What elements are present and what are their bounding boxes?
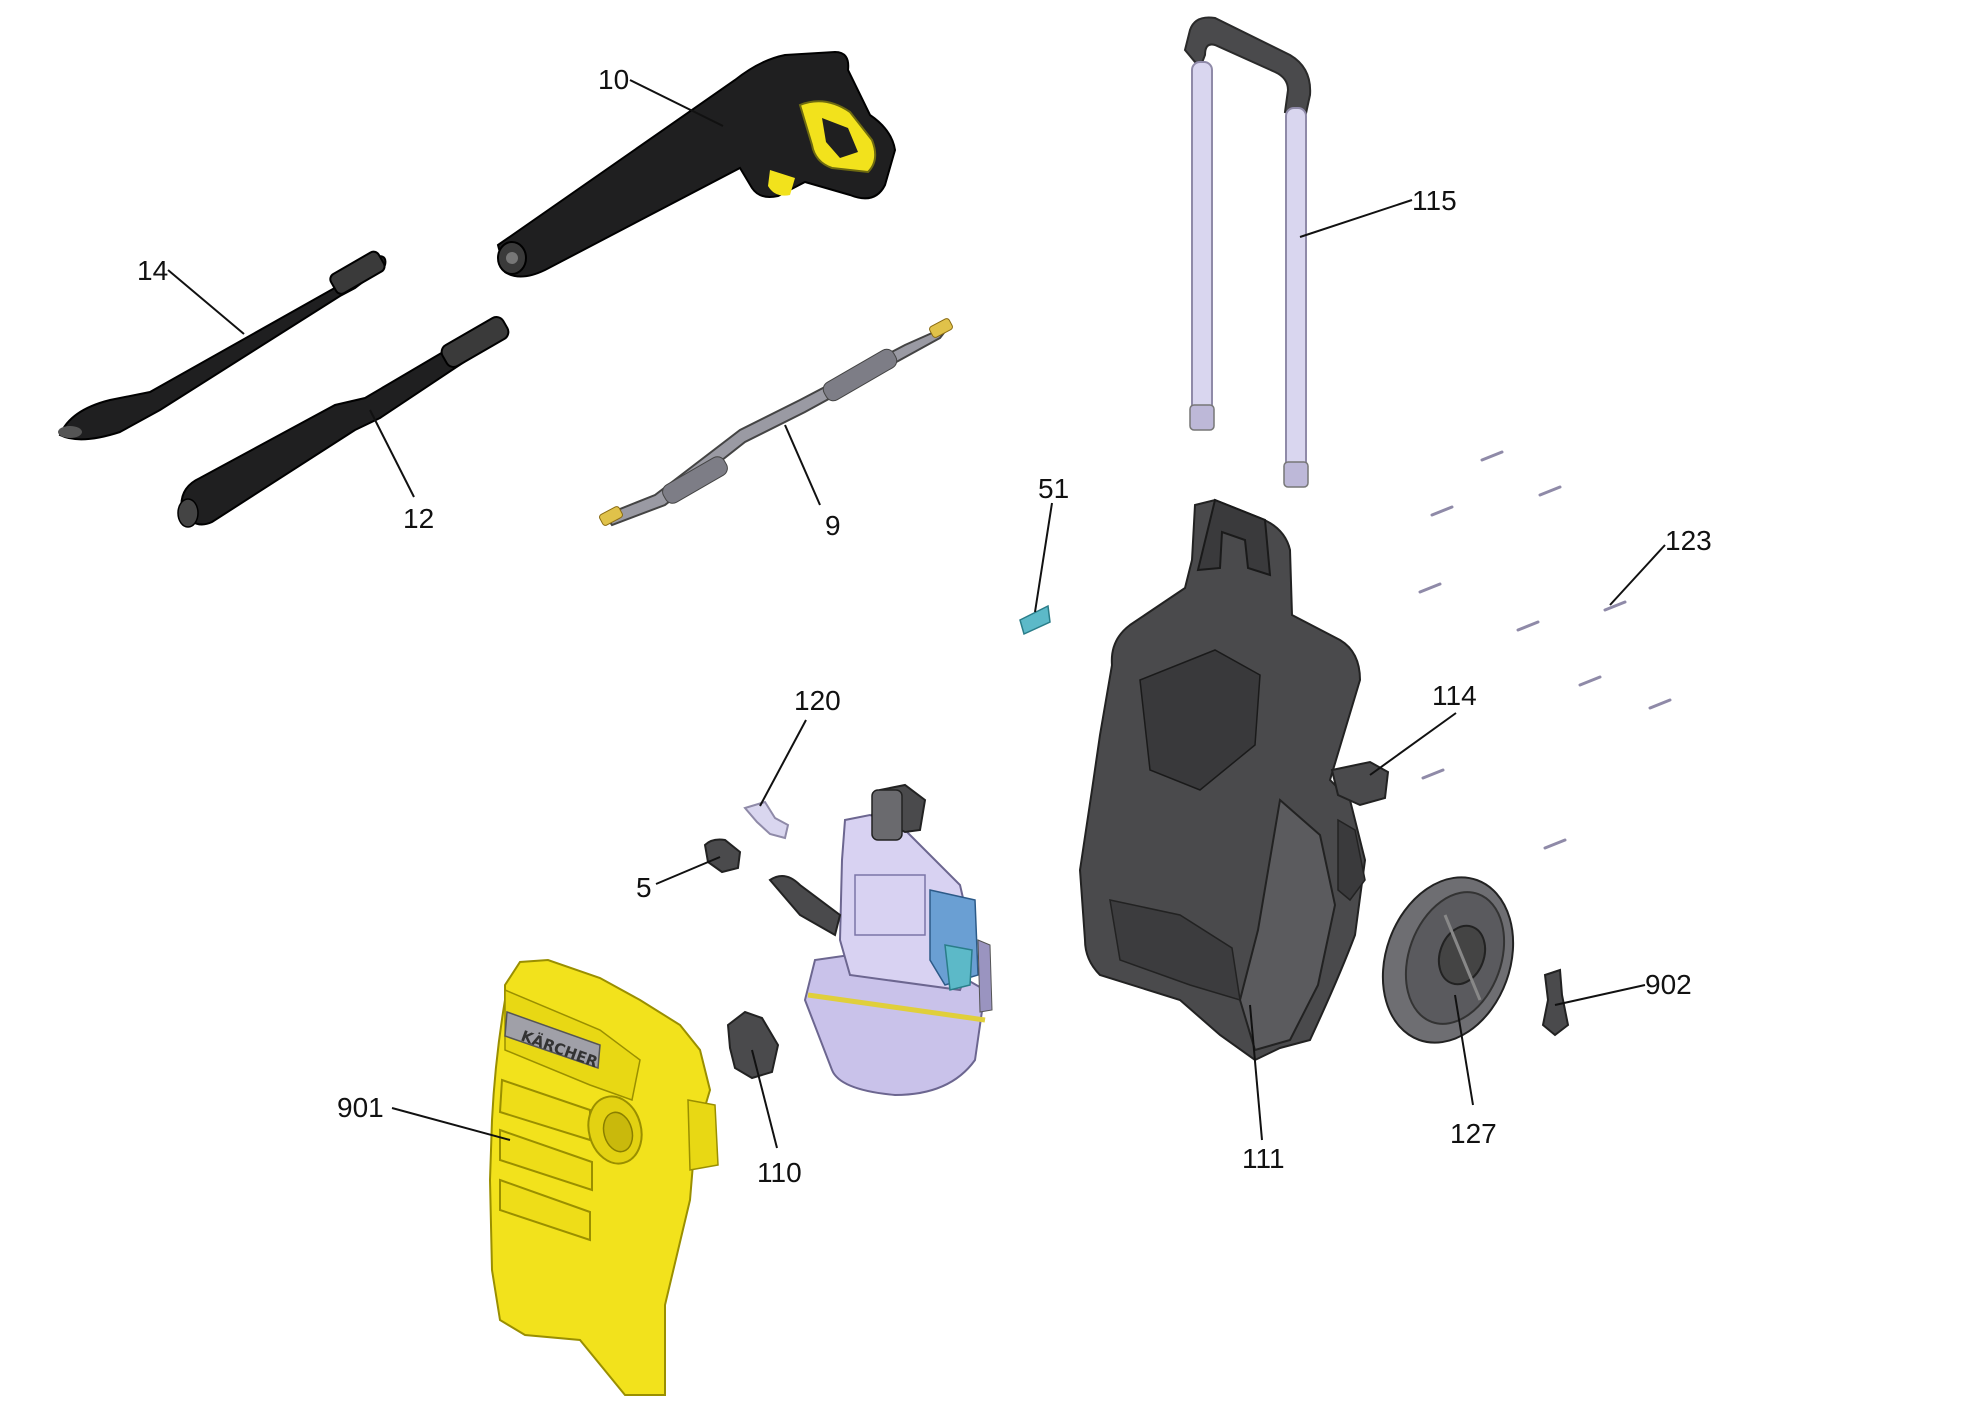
label-51: 51: [1038, 473, 1069, 504]
front-cover-grille: [498, 1078, 593, 1242]
part-51-label: [1019, 604, 1051, 636]
label-902: 902: [1645, 969, 1692, 1000]
label-114: 114: [1432, 680, 1477, 711]
pump-motor-assembly: [768, 783, 993, 1097]
label-12: 12: [403, 503, 434, 534]
part-10-trigger-gun: [496, 50, 897, 278]
label-115: 115: [1412, 185, 1457, 216]
label-10: 10: [598, 64, 629, 95]
label-127: 127: [1450, 1118, 1497, 1149]
label-120: 120: [794, 685, 841, 716]
label-14: 14: [137, 255, 168, 286]
part-110-inlet-connector: [726, 1010, 780, 1080]
leader-lines: [167, 79, 1666, 1149]
part-111-housing: [1078, 498, 1367, 1062]
part-9-spray-lance-extension: [599, 318, 953, 527]
part-902-clip: [1541, 968, 1570, 1037]
part-901-front-cover: KÄRCHER: [488, 958, 719, 1396]
part-120-fitting: [743, 800, 790, 840]
part-115-telescopic-handle: [1183, 16, 1312, 488]
label-5: 5: [636, 872, 652, 903]
part-14-dirt-blaster-lance: [58, 250, 387, 441]
label-111: 111: [1242, 1143, 1285, 1174]
part-127-hose-reel-cover: [1381, 876, 1515, 1044]
part-5-cap: [703, 838, 742, 874]
label-123: 123: [1665, 525, 1712, 556]
label-901: 901: [337, 1092, 384, 1123]
part-123-screws: [1418, 450, 1672, 850]
part-12-vario-power-lance: [177, 316, 510, 528]
label-110: 110: [757, 1157, 802, 1188]
part-number-labels: 10 14 12 9 115 51 123 120 114 5 902 901 …: [137, 64, 1712, 1188]
label-9: 9: [825, 510, 841, 541]
